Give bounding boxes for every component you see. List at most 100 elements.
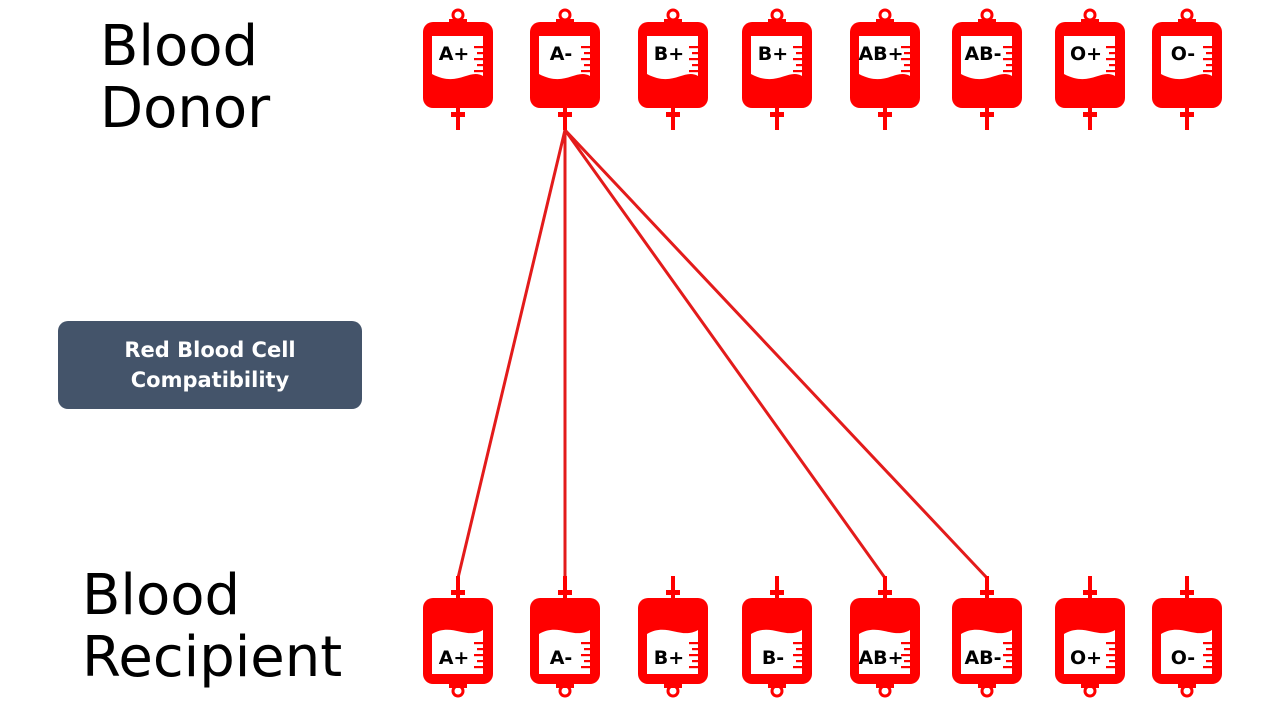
bag-scale-tick bbox=[796, 660, 802, 663]
bag-scale-tick bbox=[474, 666, 483, 669]
donor-bag-4: AB+ bbox=[850, 8, 920, 130]
blood-bag-icon bbox=[850, 576, 920, 698]
bag-scale-tick bbox=[474, 642, 483, 645]
hanger-base bbox=[978, 683, 996, 688]
bag-window bbox=[961, 629, 1012, 674]
bag-port bbox=[666, 112, 680, 117]
bag-scale-tick bbox=[901, 642, 910, 645]
bag-scale-tick bbox=[904, 52, 910, 55]
recipient-bag-1: A- bbox=[530, 576, 600, 698]
donor-label: AB- bbox=[964, 43, 1001, 65]
bag-scale-tick bbox=[1206, 52, 1212, 55]
donor-bag-3: B+ bbox=[742, 8, 812, 130]
bag-window bbox=[647, 629, 698, 674]
bag-port bbox=[558, 112, 572, 117]
bag-port bbox=[878, 112, 892, 117]
bag-scale-tick bbox=[1003, 654, 1012, 657]
blood-bag-icon bbox=[638, 576, 708, 698]
bag-scale-tick bbox=[689, 58, 698, 61]
blood-bag-icon bbox=[1152, 8, 1222, 130]
bag-window bbox=[1064, 36, 1115, 80]
hanger-base bbox=[664, 19, 682, 24]
bag-scale-tick bbox=[1006, 52, 1012, 55]
donor-label: A+ bbox=[439, 43, 470, 65]
bag-window bbox=[1161, 36, 1212, 80]
bag-scale-tick bbox=[1003, 642, 1012, 645]
bag-scale-tick bbox=[474, 46, 483, 49]
recipient-label: O- bbox=[1171, 647, 1195, 669]
bag-scale-tick bbox=[692, 52, 698, 55]
recipient-row: A+A-B+B-AB+AB-O+O- bbox=[423, 576, 1222, 698]
donor-bag-7: O- bbox=[1152, 8, 1222, 130]
bag-scale-tick bbox=[1003, 46, 1012, 49]
bag-scale-tick bbox=[901, 70, 910, 73]
bag-port bbox=[558, 590, 572, 595]
compatibility-box-line-1: Red Blood Cell bbox=[124, 338, 296, 362]
blood-bag-icon bbox=[423, 8, 493, 130]
bag-scale-tick bbox=[1203, 666, 1212, 669]
hanger-base bbox=[664, 683, 682, 688]
recipient-title: Blood Recipient bbox=[82, 565, 342, 689]
bag-scale-tick bbox=[1206, 64, 1212, 67]
bag-scale-tick bbox=[1003, 70, 1012, 73]
bag-window bbox=[1161, 629, 1212, 674]
bag-window bbox=[432, 36, 483, 80]
donor-bag-5: AB- bbox=[952, 8, 1022, 130]
bag-scale-tick bbox=[904, 64, 910, 67]
hanger-base bbox=[1178, 19, 1196, 24]
hanger-loop bbox=[878, 8, 892, 22]
bag-scale-tick bbox=[901, 666, 910, 669]
connection-line-A--to-AB- bbox=[563, 128, 989, 580]
bag-scale-tick bbox=[1109, 660, 1115, 663]
bag-scale-tick bbox=[1106, 46, 1115, 49]
donor-bag-2: B+ bbox=[638, 8, 708, 130]
bag-scale-tick bbox=[793, 642, 802, 645]
recipient-bag-4: AB+ bbox=[850, 576, 920, 698]
bag-scale-tick bbox=[793, 666, 802, 669]
bag-scale-tick bbox=[584, 660, 590, 663]
bag-scale-tick bbox=[584, 52, 590, 55]
bag-scale-tick bbox=[692, 64, 698, 67]
bag-scale-tick bbox=[584, 64, 590, 67]
hanger-base bbox=[556, 19, 574, 24]
recipient-title-line-2: Recipient bbox=[82, 625, 343, 690]
blood-bag-icon bbox=[1055, 576, 1125, 698]
bag-tube bbox=[671, 108, 675, 130]
bag-scale-tick bbox=[584, 648, 590, 651]
bag-scale-tick bbox=[581, 666, 590, 669]
bag-tube bbox=[671, 576, 675, 598]
donor-title-line-1: Blood bbox=[100, 14, 259, 79]
hanger-base bbox=[1178, 683, 1196, 688]
hanger-base bbox=[556, 683, 574, 688]
bag-tube bbox=[1185, 576, 1189, 598]
recipient-bag-0: A+ bbox=[423, 576, 493, 698]
bag-scale-tick bbox=[477, 660, 483, 663]
bag-port bbox=[451, 590, 465, 595]
hanger-loop bbox=[980, 8, 994, 22]
donor-label: B+ bbox=[654, 43, 684, 65]
compatibility-box: Red Blood Cell Compatibility bbox=[58, 321, 362, 409]
bag-scale-tick bbox=[796, 648, 802, 651]
bag-scale-tick bbox=[796, 52, 802, 55]
bag-tube bbox=[1088, 576, 1092, 598]
bag-scale-tick bbox=[1203, 642, 1212, 645]
blood-bag-icon bbox=[638, 8, 708, 130]
recipient-bag-5: AB- bbox=[952, 576, 1022, 698]
bag-scale-tick bbox=[477, 64, 483, 67]
recipient-label: AB+ bbox=[858, 647, 903, 669]
bag-scale-tick bbox=[901, 58, 910, 61]
bag-port bbox=[770, 590, 784, 595]
bag-scale-tick bbox=[581, 70, 590, 73]
blood-bag-icon bbox=[1055, 8, 1125, 130]
bag-scale-tick bbox=[1003, 666, 1012, 669]
bag-scale-tick bbox=[1006, 660, 1012, 663]
bag-scale-tick bbox=[1106, 654, 1115, 657]
blood-bag-icon bbox=[530, 8, 600, 130]
bag-scale-tick bbox=[581, 46, 590, 49]
hanger-base bbox=[449, 683, 467, 688]
hanger-loop bbox=[770, 8, 784, 22]
bag-scale-tick bbox=[477, 648, 483, 651]
bag-scale-tick bbox=[689, 642, 698, 645]
bag-tube bbox=[1088, 108, 1092, 130]
hanger-base bbox=[1081, 19, 1099, 24]
